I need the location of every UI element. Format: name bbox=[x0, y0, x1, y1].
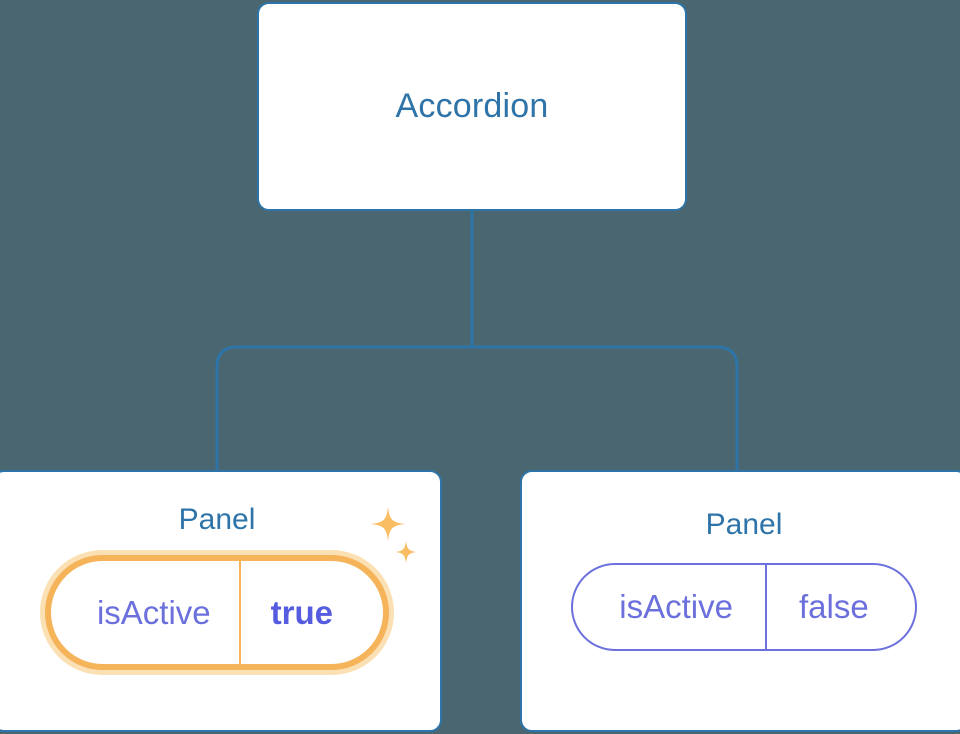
node-panel-inactive[interactable]: Panel isActive false bbox=[520, 470, 960, 732]
sparkle-small-icon bbox=[396, 541, 417, 563]
prop-pill-glow-ring: isActive true bbox=[39, 550, 395, 675]
prop-pill-inactive-wrap: isActive false bbox=[571, 541, 917, 651]
node-panel-active-title: Panel bbox=[178, 503, 256, 536]
node-accordion[interactable]: Accordion bbox=[257, 2, 687, 211]
prop-value: false bbox=[798, 588, 869, 625]
node-panel-active[interactable]: Panel isActive true bbox=[0, 470, 442, 732]
node-accordion-title: Accordion bbox=[395, 86, 549, 125]
connector-branch-right bbox=[472, 345, 739, 472]
connector-branch-left bbox=[215, 345, 472, 472]
prop-key: isActive bbox=[51, 561, 241, 664]
node-panel-inactive-title: Panel bbox=[705, 508, 783, 541]
prop-pill-isactive-true[interactable]: isActive true bbox=[44, 555, 390, 670]
prop-pill-active-wrap: isActive true bbox=[39, 507, 417, 675]
prop-value: true bbox=[270, 593, 334, 631]
sparkle-large-icon bbox=[371, 507, 406, 541]
prop-key: isActive bbox=[573, 565, 767, 649]
prop-pill-isactive-false[interactable]: isActive false bbox=[571, 563, 917, 651]
